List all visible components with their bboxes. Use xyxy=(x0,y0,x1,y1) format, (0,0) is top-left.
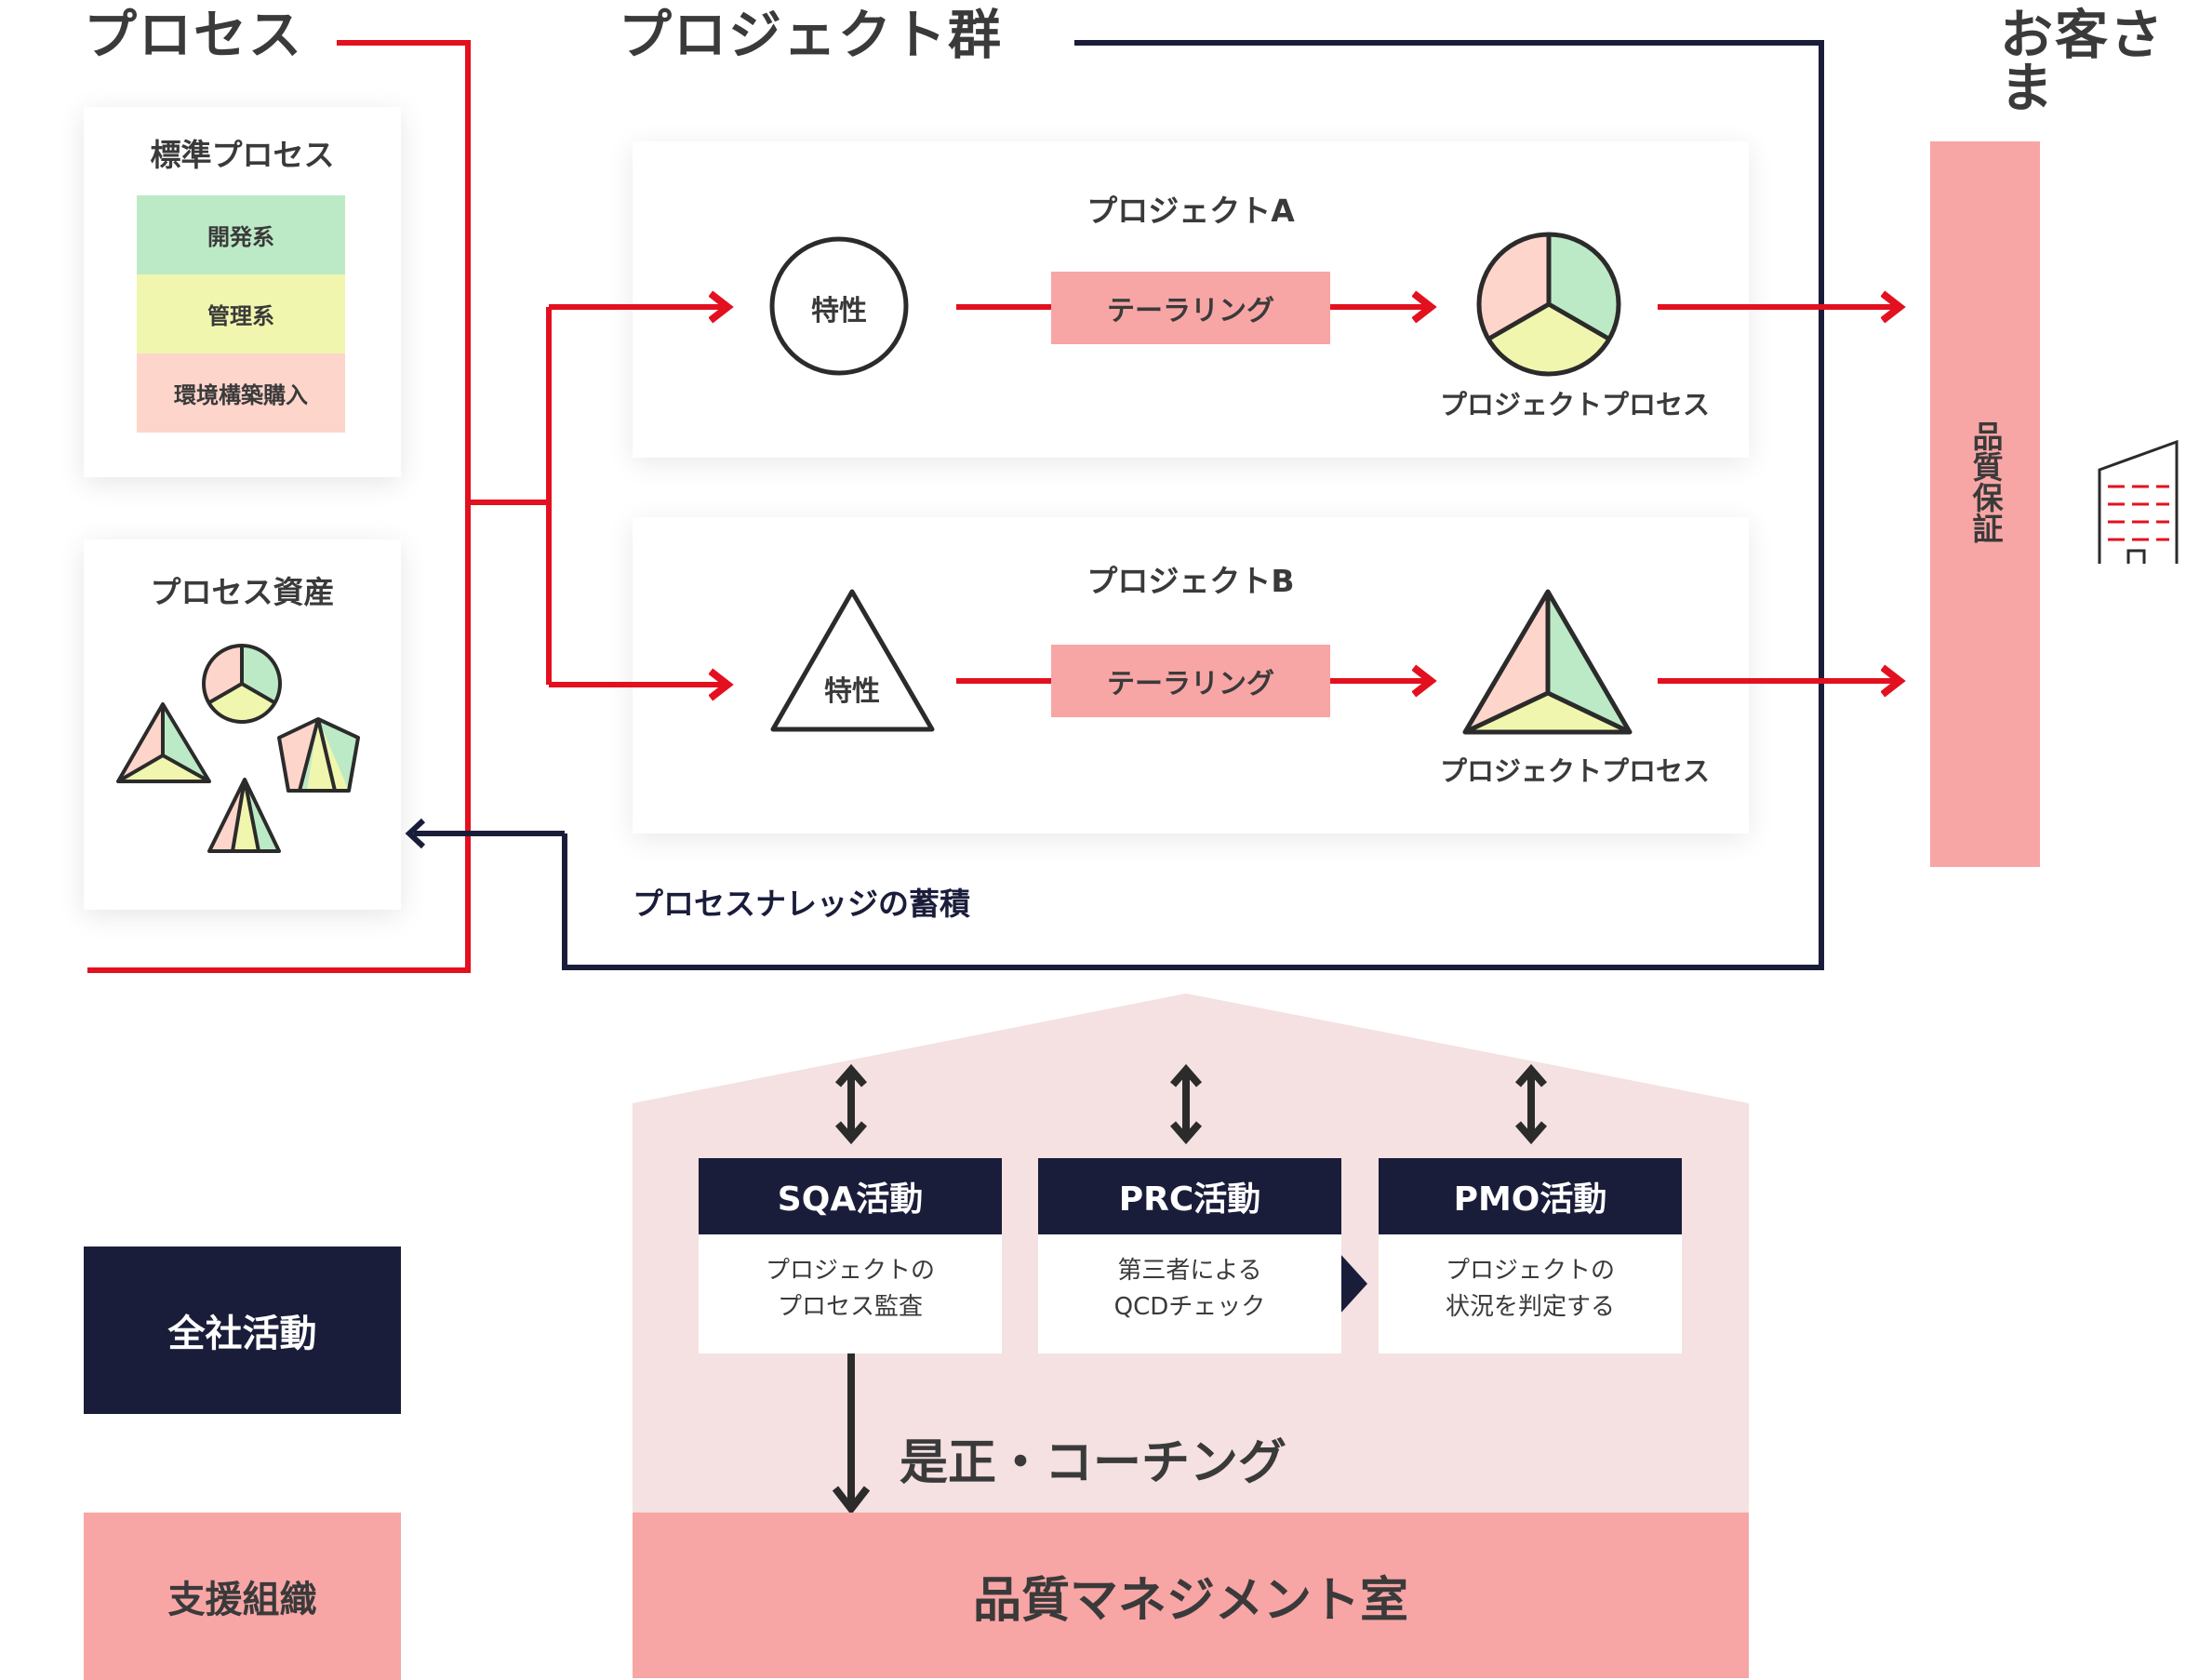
standard-process-stack: 開発系 管理系 環境構築購入 xyxy=(137,195,345,433)
pmo-activity-desc: プロジェクトの 状況を判定する xyxy=(1379,1234,1682,1326)
tailoring-box-b: テーラリング xyxy=(1051,645,1330,717)
asset-pie-icon xyxy=(202,644,282,724)
double-arrow-vertical-icon xyxy=(834,1063,868,1145)
header-projects: プロジェクト群 xyxy=(619,5,1003,66)
prc-to-pmo-arrow-icon xyxy=(1340,1253,1367,1314)
project-process-label-a: プロジェクトプロセス xyxy=(1440,389,1711,420)
pmo-desc-line1: プロジェクトの xyxy=(1445,1257,1615,1285)
process-assets-title: プロセス資産 xyxy=(150,574,335,610)
sqa-desc-line2: プロセス監査 xyxy=(777,1293,923,1321)
prc-activity-title: PRC活動 xyxy=(1038,1158,1341,1234)
stack-item-environment: 環境構築購入 xyxy=(137,353,345,433)
prc-activity-box: PRC活動 第三者による QCDチェック xyxy=(1038,1158,1341,1353)
header-process: プロセス xyxy=(84,5,303,66)
characteristic-circle-a xyxy=(769,236,909,376)
project-process-pyramid-b xyxy=(1462,589,1633,735)
pmo-activity-box: PMO活動 プロジェクトの 状況を判定する xyxy=(1379,1158,1682,1353)
project-process-label-b: プロジェクトプロセス xyxy=(1440,755,1711,787)
prc-desc-line1: 第三者による xyxy=(1117,1257,1262,1285)
stack-item-management: 管理系 xyxy=(137,274,345,353)
projects-bracket-line xyxy=(562,40,1824,970)
sqa-activity-box: SQA活動 プロジェクトの プロセス監査 xyxy=(699,1158,1002,1353)
prc-activity-desc: 第三者による QCDチェック xyxy=(1038,1234,1341,1326)
sqa-desc-line1: プロジェクトの xyxy=(765,1257,935,1285)
process-assets-card: プロセス資産 xyxy=(84,540,401,910)
pmo-desc-line2: 状況を判定する xyxy=(1445,1293,1615,1321)
process-assets-icons xyxy=(116,644,360,853)
project-process-pie-a xyxy=(1476,232,1621,377)
stack-item-development: 開発系 xyxy=(137,195,345,274)
branch-line xyxy=(468,307,552,685)
asset-pyramid-bottom-icon xyxy=(207,778,281,853)
asset-pentagon-icon xyxy=(277,717,360,793)
tailoring-box-a: テーラリング xyxy=(1051,272,1330,344)
legend-support-org: 支援組織 xyxy=(84,1513,401,1680)
double-arrow-vertical-icon xyxy=(1514,1063,1548,1145)
asset-pyramid-left-icon xyxy=(116,702,211,783)
legend-company-wide: 全社活動 xyxy=(84,1247,401,1414)
quality-assurance-label: 品質保証 xyxy=(1967,420,2004,543)
process-bracket-line xyxy=(87,40,471,973)
project-a-title: プロジェクトA xyxy=(1086,193,1295,229)
characteristic-label-a: 特性 xyxy=(811,295,867,327)
down-arrow-icon xyxy=(832,1353,871,1515)
characteristic-triangle-b xyxy=(770,589,935,732)
quality-management-room: 品質マネジメント室 xyxy=(633,1513,1749,1678)
coaching-label: 是正・コーチング xyxy=(899,1435,1286,1491)
knowledge-label: プロセスナレッジの蓄積 xyxy=(633,886,970,922)
quality-assurance-bar: 品質保証 xyxy=(1930,141,2040,867)
standard-process-title: 標準プロセス xyxy=(150,137,335,173)
prc-desc-line2: QCDチェック xyxy=(1113,1293,1266,1321)
characteristic-label-b: 特性 xyxy=(824,675,880,708)
building-icon xyxy=(2098,439,2179,564)
sqa-activity-desc: プロジェクトの プロセス監査 xyxy=(699,1234,1002,1326)
sqa-activity-title: SQA活動 xyxy=(699,1158,1002,1234)
knowledge-arrow-icon xyxy=(405,818,426,849)
project-b-title: プロジェクトB xyxy=(1086,563,1295,599)
standard-process-card: 標準プロセス 開発系 管理系 環境構築購入 xyxy=(84,107,401,477)
double-arrow-vertical-icon xyxy=(1169,1063,1203,1145)
pmo-activity-title: PMO活動 xyxy=(1379,1158,1682,1234)
header-customer: お客さま xyxy=(2000,5,2165,119)
